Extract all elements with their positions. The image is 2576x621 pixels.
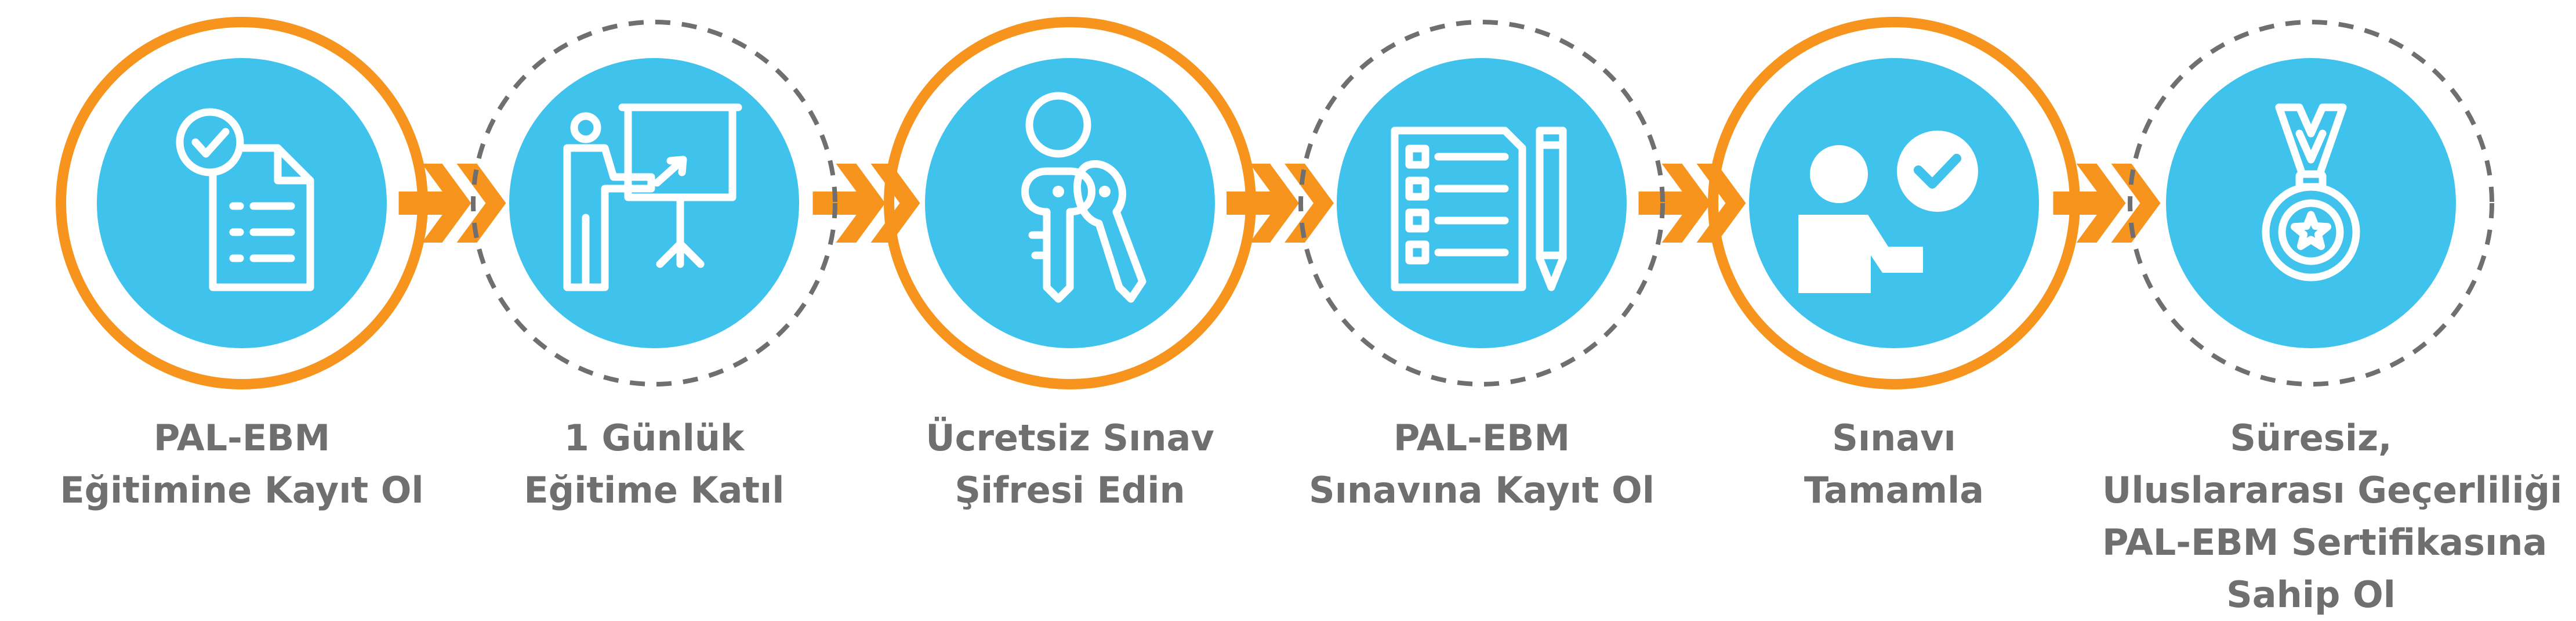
keys-icon — [1021, 92, 1146, 303]
connector-arrow-1 — [398, 164, 506, 243]
step-2 — [471, 20, 837, 387]
step-label: PAL-EBM Sınavına Kayıt Ol — [1273, 412, 1690, 517]
step-label-line: Sahip Ol — [2226, 573, 2396, 616]
step-label-line: Süresiz, — [2230, 417, 2392, 459]
step-label-line: Ücretsiz Sınav — [926, 417, 1214, 459]
step-label-line: PAL-EBM — [153, 417, 331, 459]
person-check-icon — [1798, 131, 1978, 293]
step-label-line: PAL-EBM Sertifikasına — [2102, 521, 2548, 564]
step-1 — [56, 17, 428, 389]
step-label: Süresiz, Uluslararası Geçerliliği OlanPAL… — [2102, 412, 2576, 621]
presentation-trainer-icon — [563, 103, 742, 291]
step-ring — [56, 17, 428, 389]
step-6 — [2128, 20, 2494, 387]
step-ring — [1708, 17, 2080, 389]
connector-arrow-3 — [1227, 164, 1334, 243]
step-label-line: PAL-EBM — [1393, 417, 1570, 459]
step-label-line: 1 Günlük — [564, 417, 745, 459]
step-3 — [884, 17, 1256, 389]
step-label-line: Tamamla — [1804, 469, 1984, 511]
step-ring — [1298, 20, 1665, 387]
step-label-line: Uluslararası Geçerliliği Olan — [2102, 469, 2576, 511]
step-label: PAL-EBM Eğitimine Kayıt Ol — [33, 412, 451, 517]
step-5 — [1708, 17, 2080, 389]
step-label-line: Şifresi Edin — [955, 469, 1185, 511]
process-steps — [56, 17, 2494, 389]
step-label-line: Eğitime Katıl — [524, 469, 785, 511]
step-ring — [884, 17, 1256, 389]
step-label-line: Sınavı — [1832, 417, 1956, 459]
step-circle — [1337, 58, 1627, 348]
step-circle — [509, 58, 799, 348]
checked-document-icon — [176, 108, 314, 291]
connector-arrow-5 — [2053, 164, 2161, 243]
step-label-line: Eğitimine Kayıt Ol — [60, 469, 424, 511]
step-circle — [1749, 58, 2039, 348]
connector-arrow-4 — [1638, 164, 1746, 243]
step-4 — [1298, 20, 1665, 387]
connector-arrow-2 — [812, 164, 920, 243]
step-label-line: Sınavına Kayıt Ol — [1309, 469, 1655, 511]
medal-icon — [2262, 103, 2360, 281]
step-ring — [471, 20, 837, 387]
step-ring — [2128, 20, 2494, 387]
exam-checklist-icon — [1391, 127, 1567, 291]
